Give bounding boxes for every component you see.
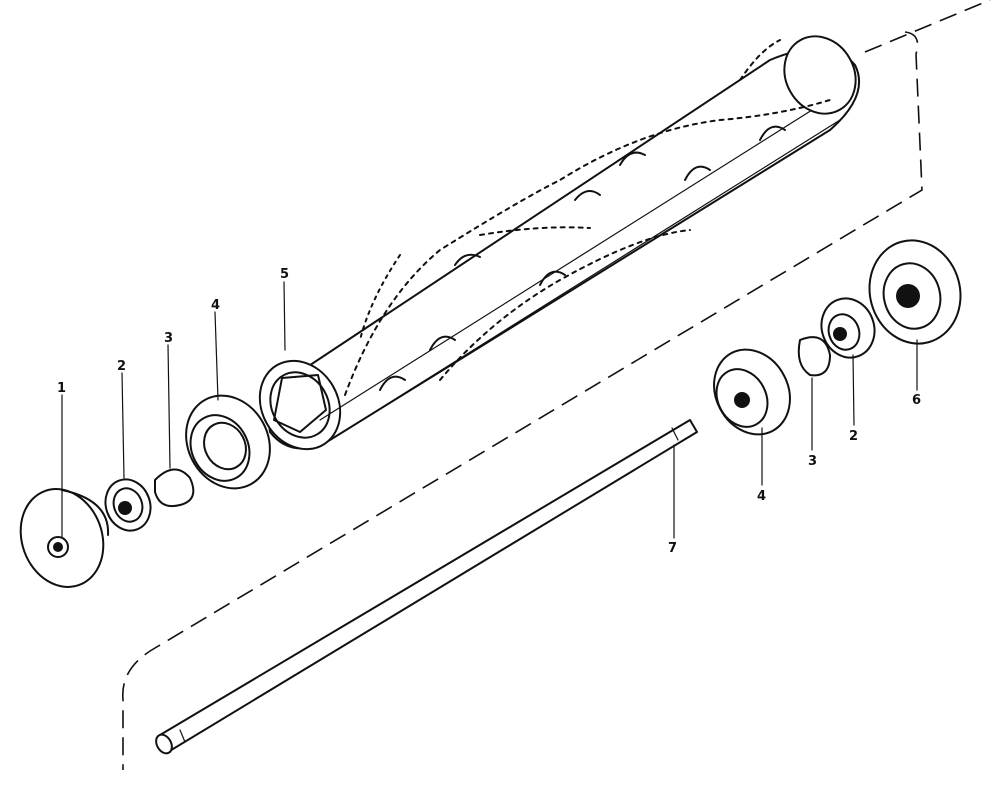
part-2-bearing-left bbox=[104, 478, 152, 532]
bristle-row-a bbox=[344, 99, 831, 396]
callout-6: 6 bbox=[912, 393, 921, 408]
callout-7: 7 bbox=[668, 541, 677, 556]
part-4-bearing-housing-left bbox=[185, 394, 271, 490]
callout-4-left: 4 bbox=[211, 298, 220, 313]
callout-3-left: 3 bbox=[164, 331, 173, 346]
part-4-bearing-housing-right bbox=[713, 348, 791, 436]
callout-3-right: 3 bbox=[808, 454, 817, 469]
callout-5: 5 bbox=[280, 267, 289, 282]
bristle-row-b bbox=[359, 39, 781, 381]
callout-2-right: 2 bbox=[849, 429, 858, 444]
part-6-end-cap-right bbox=[868, 239, 962, 345]
part-3-retainer-right bbox=[797, 336, 831, 377]
callout-4-right: 4 bbox=[757, 489, 766, 504]
callout-2-left: 2 bbox=[117, 359, 126, 374]
shaft-axis-line bbox=[864, 0, 991, 53]
part-7-shaft bbox=[155, 419, 698, 755]
callout-1: 1 bbox=[57, 381, 66, 396]
belt-guides bbox=[379, 125, 786, 391]
part-5-brush-roll bbox=[258, 35, 861, 451]
leader-lines bbox=[61, 281, 918, 539]
assembly-boundary bbox=[122, 31, 923, 770]
part-2-bearing-right bbox=[820, 297, 876, 359]
part-3-retainer-left bbox=[154, 468, 195, 508]
